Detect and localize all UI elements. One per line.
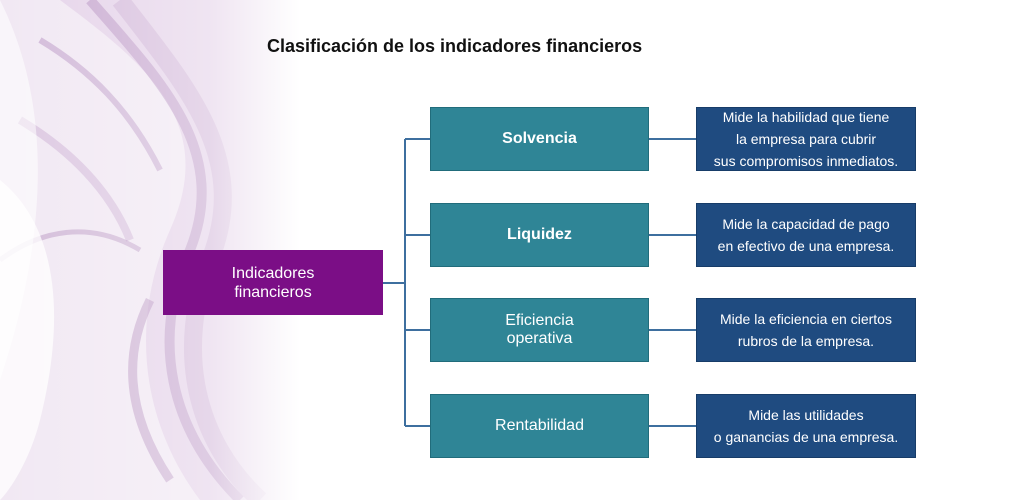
description-node-rentabilidad: Mide las utilidades o ganancias de una e… bbox=[696, 394, 916, 458]
category-node-eficiencia-operativa: Eficiencia operativa bbox=[430, 298, 649, 362]
description-text: Mide la habilidad que tiene la empresa p… bbox=[713, 109, 899, 169]
diagram-title: Clasificación de los indicadores financi… bbox=[267, 36, 643, 56]
category-label: Eficiencia operativa bbox=[505, 312, 574, 347]
category-label: Liquidez bbox=[507, 226, 572, 243]
category-label: Solvencia bbox=[502, 130, 577, 147]
category-node-solvencia: Solvencia bbox=[430, 107, 649, 171]
description-text: Mide las utilidades o ganancias de una e… bbox=[713, 407, 899, 445]
description-node-liquidez: Mide la capacidad de pago en efectivo de… bbox=[696, 203, 916, 267]
root-node: Indicadores financieros bbox=[163, 250, 383, 315]
category-node-rentabilidad: Rentabilidad bbox=[430, 394, 649, 458]
root-node-label: Indicadores financieros bbox=[231, 264, 315, 301]
category-node-liquidez: Liquidez bbox=[430, 203, 649, 267]
description-node-solvencia: Mide la habilidad que tiene la empresa p… bbox=[696, 107, 916, 171]
description-node-eficiencia-operativa: Mide la eficiencia en ciertos rubros de … bbox=[696, 298, 916, 362]
description-text: Mide la capacidad de pago en efectivo de… bbox=[717, 216, 895, 254]
description-text: Mide la eficiencia en ciertos rubros de … bbox=[720, 311, 892, 349]
category-label: Rentabilidad bbox=[495, 417, 584, 434]
